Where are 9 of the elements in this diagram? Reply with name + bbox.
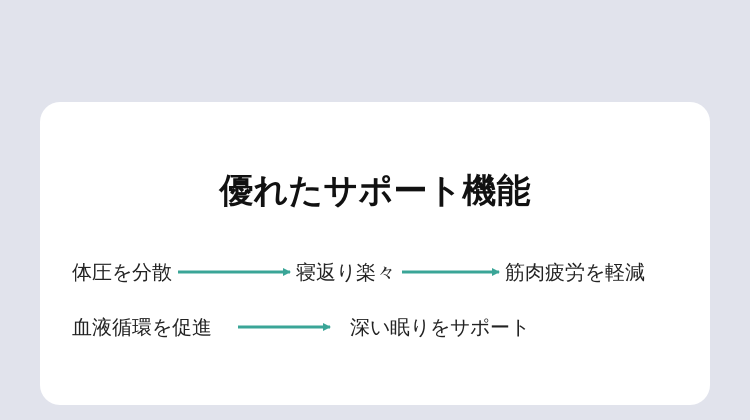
step-text: 体圧を分散 — [72, 259, 172, 285]
step-text: 血液循環を促進 — [72, 314, 212, 340]
step-text: 筋肉疲労を軽減 — [505, 259, 645, 285]
step-text: 深い眠りをサポート — [350, 314, 530, 340]
arrow — [402, 268, 500, 276]
title: 優れたサポート機能 — [218, 170, 532, 213]
arrow — [178, 268, 291, 276]
step-text: 寝返り楽々 — [296, 259, 396, 285]
arrow — [238, 323, 331, 331]
